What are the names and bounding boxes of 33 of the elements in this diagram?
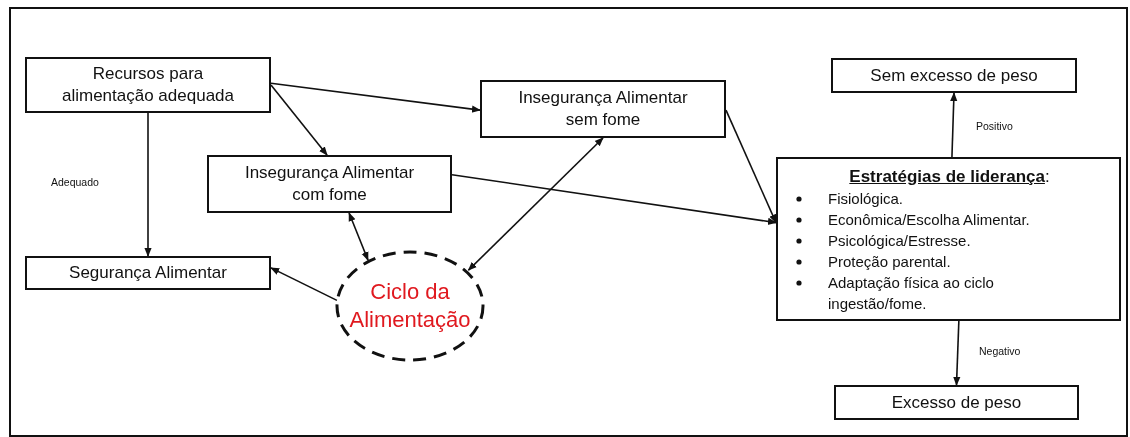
arrow: [950, 92, 958, 158]
edge-label: Positivo: [975, 120, 1014, 132]
process-box: [834, 385, 1079, 420]
node-text: Recursos para alimentação adequada: [61, 63, 235, 107]
arrow: [451, 173, 777, 225]
process-box: [207, 155, 452, 213]
node-text: Insegurança Alimentar sem fome: [517, 87, 689, 131]
box-heading: Estratégias de liderança:: [848, 166, 1051, 188]
node-text: Ciclo da Alimentação: [348, 278, 472, 334]
edge-label: Negativo: [978, 345, 1022, 357]
process-box: [25, 57, 271, 113]
arrow: [270, 84, 328, 156]
arrow: [725, 109, 777, 224]
node-text: Excesso de peso: [890, 391, 1023, 414]
list-item: Proteção parental.: [828, 252, 952, 272]
node-text: Insegurança Alimentar com fome: [243, 162, 416, 206]
process-box: [25, 256, 271, 290]
arrow: [270, 267, 338, 302]
node-text: Sem excesso de peso: [869, 64, 1039, 87]
edge-label: Adequado: [50, 176, 100, 188]
arrow: [348, 212, 369, 261]
process-box: [831, 58, 1077, 93]
arrow: [467, 137, 604, 271]
process-box: [480, 80, 726, 138]
list-item: Econômica/Escolha Alimentar.: [828, 210, 1031, 230]
node-text: Segurança Alimentar: [68, 262, 228, 284]
arrow: [144, 112, 152, 257]
arrow: [953, 320, 961, 386]
list-item: Fisiológica.: [828, 189, 905, 209]
list-item: Adaptação física ao ciclo ingestão/fome.: [828, 273, 995, 314]
arrow: [270, 82, 481, 113]
process-box: [776, 157, 1121, 321]
list-item: Psicológica/Estresse.: [828, 231, 972, 251]
